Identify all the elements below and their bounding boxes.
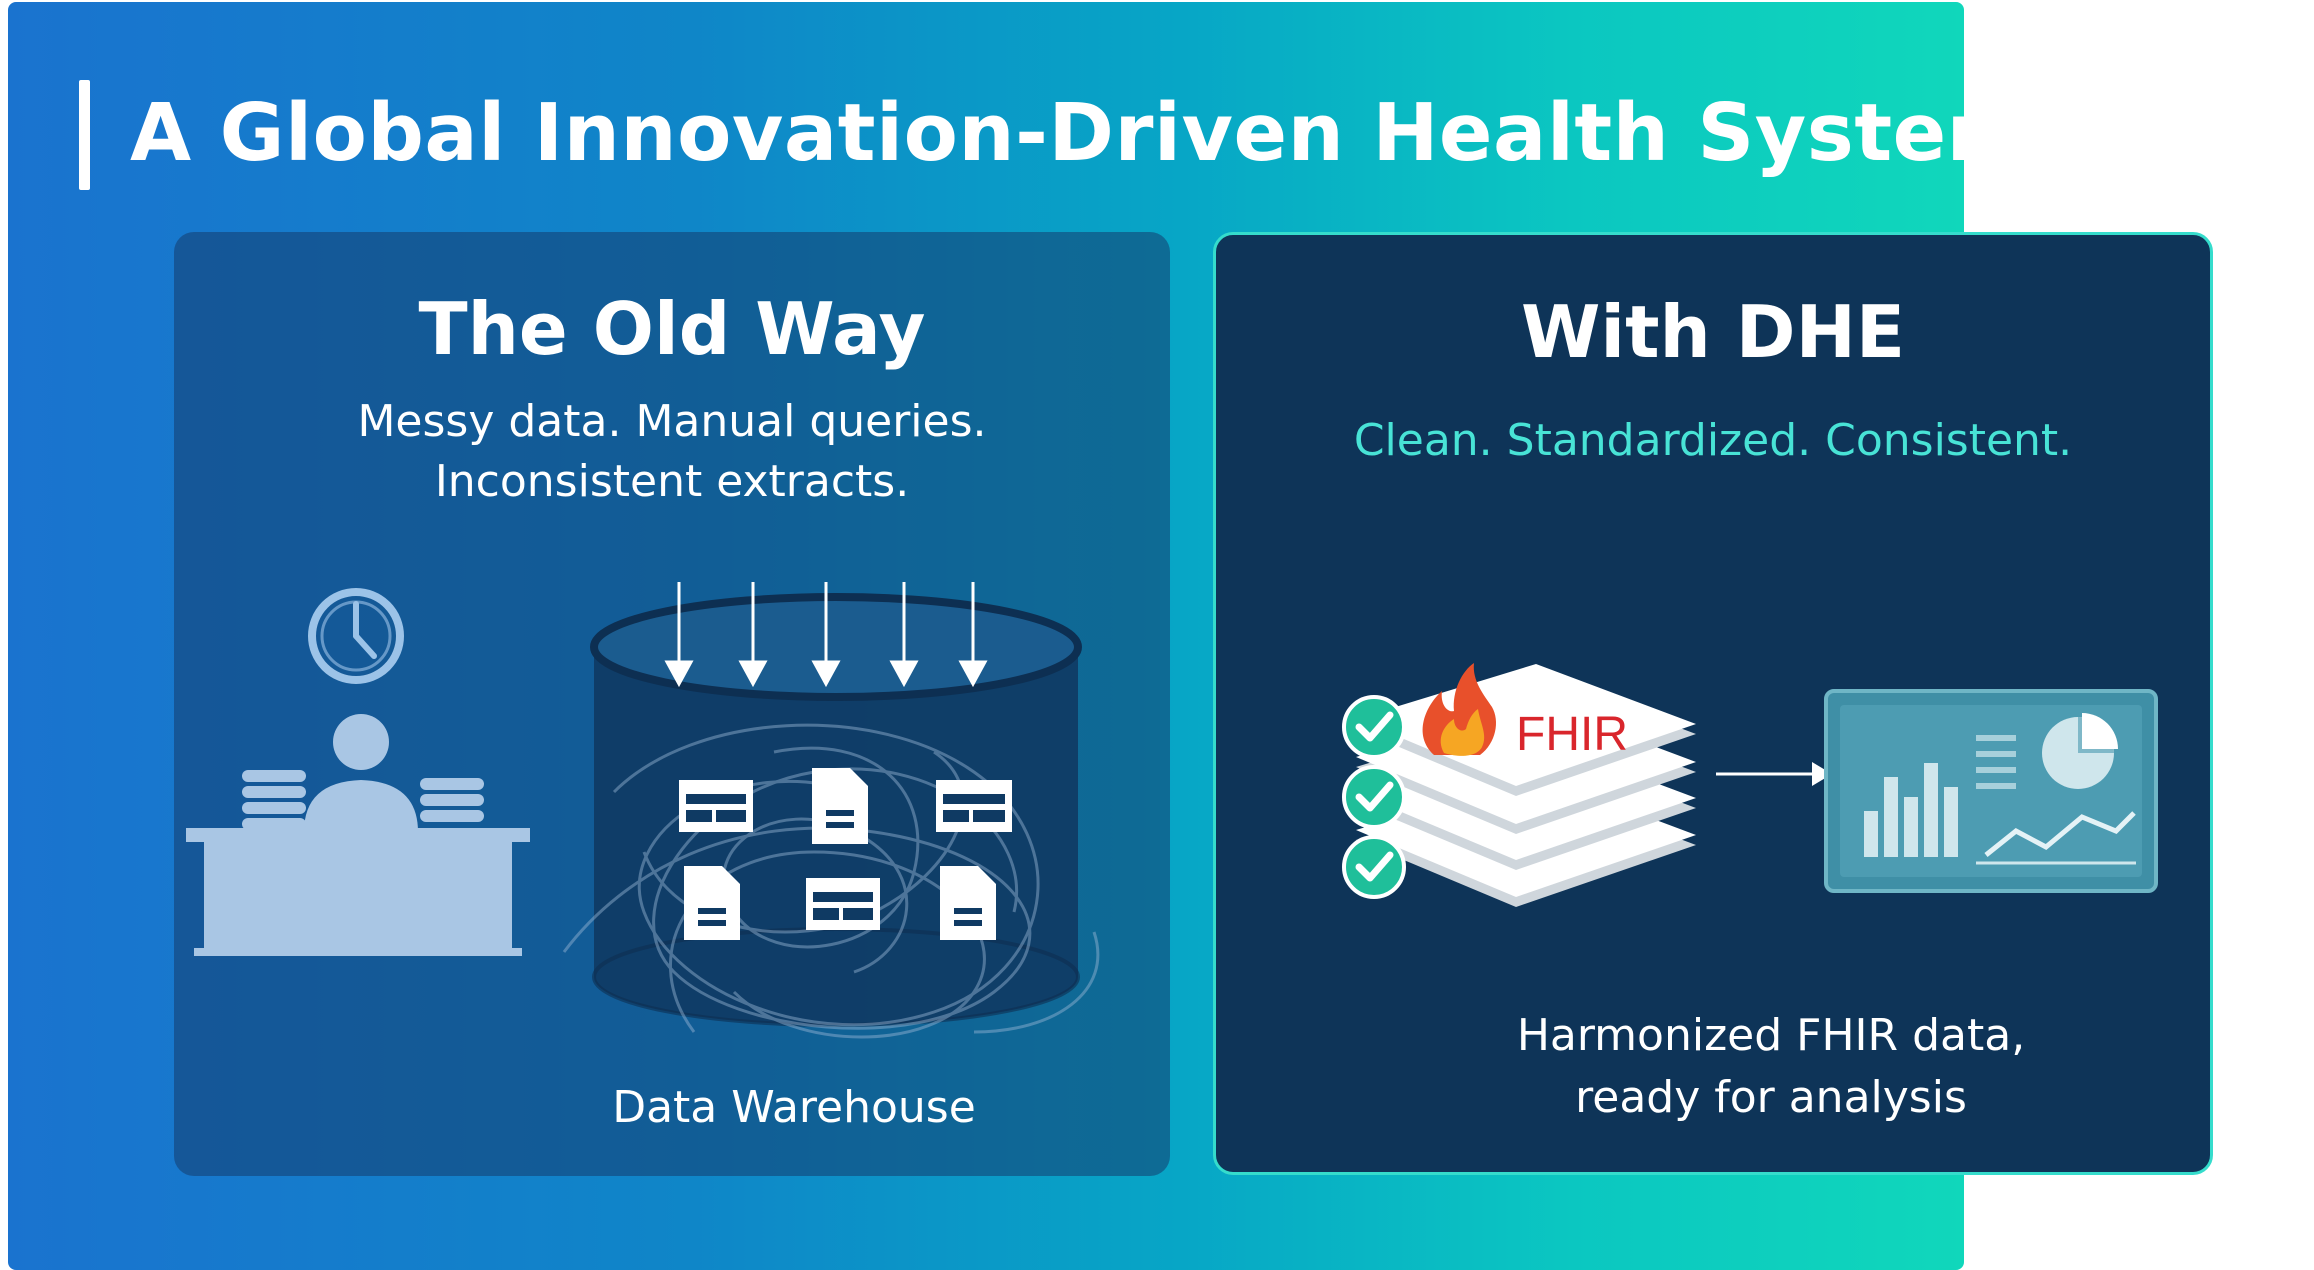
arrow-down-icons xyxy=(664,582,988,688)
with-dhe-panel: With DHE Clean. Standardized. Consistent… xyxy=(1213,232,2213,1175)
old-way-subtitle: Messy data. Manual queries. Inconsistent… xyxy=(174,392,1170,512)
document-icon xyxy=(812,768,868,844)
with-dhe-title: With DHE xyxy=(1520,290,1906,374)
fhir-layer-stack xyxy=(1356,664,1696,907)
table-icon xyxy=(679,780,753,832)
person-at-desk-icon xyxy=(186,714,530,956)
document-icon xyxy=(684,866,740,940)
dhe-illustration: FHIR xyxy=(1342,663,2158,907)
fhir-flame-icon xyxy=(1422,663,1496,756)
old-way-title: The Old Way xyxy=(418,287,926,371)
old-way-subtitle-line1: Messy data. Manual queries. xyxy=(357,396,987,447)
with-dhe-caption: Harmonized FHIR data, ready for analysis xyxy=(1446,1005,2096,1129)
table-icon xyxy=(806,878,880,930)
data-warehouse-label: Data Warehouse xyxy=(612,1082,976,1133)
clock-icon xyxy=(308,588,404,684)
fhir-label: FHIR xyxy=(1516,708,1628,761)
document-icon xyxy=(940,866,996,940)
page-title: A Global Innovation-Driven Health System xyxy=(130,87,2030,179)
check-icon xyxy=(1342,695,1406,759)
old-way-panel: The Old Way Messy data. Manual queries. … xyxy=(174,232,1170,1176)
title-accent-bar xyxy=(79,80,90,190)
dashboard-icon xyxy=(1824,689,2158,893)
old-way-subtitle-line2: Inconsistent extracts. xyxy=(434,456,910,507)
with-dhe-caption-line2: ready for analysis xyxy=(1575,1072,1967,1123)
table-icon xyxy=(936,780,1012,832)
check-icon xyxy=(1342,835,1406,899)
with-dhe-caption-line1: Harmonized FHIR data, xyxy=(1516,1010,2026,1061)
check-icon xyxy=(1342,765,1406,829)
arrow-right-icon xyxy=(1716,762,1832,786)
old-way-illustration xyxy=(186,582,1100,1039)
with-dhe-subtitle: Clean. Standardized. Consistent. xyxy=(1353,415,2073,466)
